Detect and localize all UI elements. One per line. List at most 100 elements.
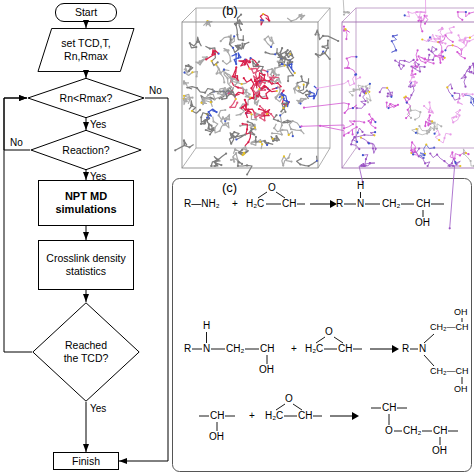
molecule-chain xyxy=(231,132,246,139)
atom xyxy=(370,122,372,124)
chemical-formula: CH₂—CH xyxy=(430,366,469,377)
atom xyxy=(235,63,237,65)
atom xyxy=(413,76,415,78)
molecule-chain xyxy=(235,21,243,40)
atom xyxy=(414,81,416,83)
atom xyxy=(415,128,417,130)
atom xyxy=(276,79,278,81)
node-label: set TCD,T, Rn,Rmax xyxy=(53,37,119,62)
atom xyxy=(189,42,191,44)
shape-outline xyxy=(28,78,144,117)
molecule-chain xyxy=(344,27,350,40)
bond-line xyxy=(206,332,207,343)
molecule-chain xyxy=(435,130,451,143)
atom xyxy=(423,154,425,156)
molecule-chain xyxy=(202,98,213,107)
atom xyxy=(217,92,219,94)
atom xyxy=(221,98,223,100)
molecule-chain xyxy=(316,30,339,41)
molecule-chain xyxy=(297,156,318,166)
atom xyxy=(228,36,230,38)
chemical-formula: + xyxy=(291,343,297,355)
atom xyxy=(368,120,370,122)
flow-arrow xyxy=(86,290,87,302)
atom xyxy=(433,38,435,40)
edge-label: Yes xyxy=(90,119,106,131)
bond-line xyxy=(217,422,218,431)
atom xyxy=(207,94,209,96)
atom xyxy=(293,88,295,90)
atom xyxy=(281,92,283,94)
atom xyxy=(250,68,252,70)
atom xyxy=(416,59,418,61)
atom xyxy=(430,50,432,52)
atom xyxy=(365,100,367,102)
flow-arrow xyxy=(86,402,87,452)
bond-line xyxy=(394,431,402,432)
atom xyxy=(464,74,466,76)
atom xyxy=(427,165,429,167)
atom xyxy=(225,117,227,119)
atom xyxy=(324,52,326,54)
atom xyxy=(343,14,345,16)
atom xyxy=(233,131,235,133)
molecule-chain xyxy=(411,142,418,155)
atom xyxy=(191,104,193,106)
atom xyxy=(469,66,471,68)
molecule-chain xyxy=(216,65,224,83)
box-edge xyxy=(318,148,330,168)
atom xyxy=(276,90,278,92)
bond-line xyxy=(462,318,463,322)
molecule-chain xyxy=(265,36,275,47)
atom xyxy=(214,127,216,129)
panel-label: (c) xyxy=(222,180,237,196)
atom xyxy=(267,142,269,144)
molecule-chain xyxy=(276,86,283,102)
reaction-arrow xyxy=(330,416,352,417)
atom xyxy=(403,65,405,67)
atom xyxy=(242,154,244,156)
atom xyxy=(235,138,237,140)
atom xyxy=(241,43,243,45)
atom xyxy=(210,101,212,103)
atom xyxy=(288,134,290,136)
bond-line xyxy=(423,210,424,217)
atom xyxy=(300,18,302,20)
molecule-chain xyxy=(254,75,272,85)
reaction-arrow xyxy=(370,349,392,350)
bond-line xyxy=(293,404,302,410)
atom xyxy=(210,165,212,167)
simulation-box xyxy=(182,8,330,168)
atom xyxy=(196,87,198,89)
atom xyxy=(449,165,451,167)
atom xyxy=(249,93,251,95)
atom xyxy=(212,121,214,123)
atom xyxy=(416,11,418,13)
atom xyxy=(379,91,381,93)
atom xyxy=(404,60,406,62)
molecule-chain xyxy=(206,50,218,60)
atom xyxy=(470,71,472,73)
atom xyxy=(419,111,421,113)
atom xyxy=(266,113,268,115)
atom xyxy=(218,53,220,55)
atom xyxy=(258,94,260,96)
atom xyxy=(424,66,426,68)
atom xyxy=(270,39,272,41)
atom xyxy=(282,165,284,167)
atom xyxy=(214,160,216,162)
atom xyxy=(432,59,434,61)
node-text: Finish xyxy=(70,455,102,468)
atom xyxy=(275,114,277,116)
atom xyxy=(264,89,266,91)
atom xyxy=(241,149,243,151)
atom xyxy=(398,64,400,66)
atom xyxy=(258,108,260,110)
decision-diamond: Reached the TCD? xyxy=(32,302,140,402)
molecule-chain xyxy=(271,136,279,141)
atom xyxy=(473,165,474,167)
atom xyxy=(468,40,470,42)
atom xyxy=(229,106,231,108)
atom xyxy=(235,152,237,154)
atom xyxy=(244,63,246,65)
